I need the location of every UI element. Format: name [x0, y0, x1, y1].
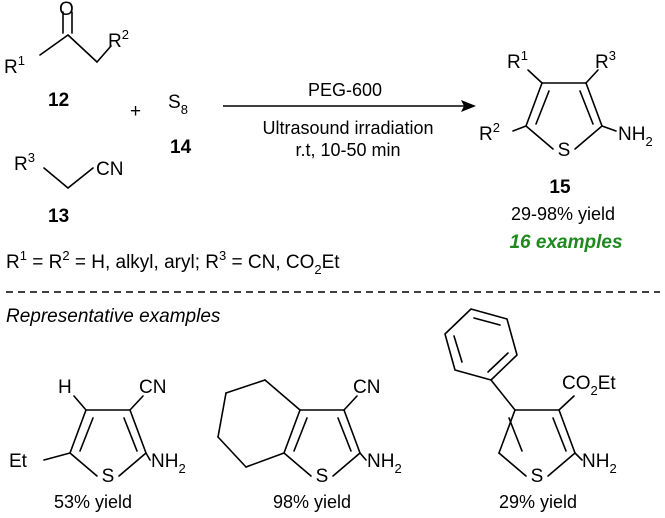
ring-double-bond	[535, 90, 550, 125]
arrow-head	[461, 100, 476, 112]
ring-bond	[525, 82, 543, 127]
section-title: Representative examples	[6, 306, 221, 327]
r2-label: R2	[108, 27, 129, 52]
ring-bond	[332, 452, 361, 477]
phenyl-double-bond	[453, 335, 463, 363]
substituent-bond	[129, 395, 144, 411]
ring-double-bond	[579, 90, 594, 125]
hydrogen-label: H	[58, 377, 72, 398]
substituent-bond	[558, 395, 575, 411]
substituent-bond	[43, 452, 71, 461]
ring-bond	[574, 125, 603, 150]
compound-14: S8 14	[168, 92, 192, 158]
substituent-bond	[73, 395, 87, 411]
substituent-bond	[490, 379, 516, 411]
condition-solvent: PEG-600	[308, 80, 382, 100]
ring-double-bond	[293, 417, 308, 452]
r1-label: R1	[4, 53, 25, 78]
cyclohexane-bond	[217, 436, 247, 468]
ring-double-bond	[552, 417, 567, 452]
cyclohexane-bond	[245, 452, 285, 468]
bond	[39, 34, 69, 56]
ring-bond	[69, 452, 98, 477]
ethyl-label: Et	[9, 451, 28, 472]
cn-label: CN	[139, 377, 166, 398]
ester-label: CO2Et	[562, 373, 616, 398]
example-3-structure: S CO2Et NH2	[444, 308, 617, 487]
ring-bond	[585, 82, 603, 127]
ring-double-bond	[123, 417, 138, 452]
substituent-bond	[585, 69, 599, 84]
substituent-bond	[601, 125, 617, 132]
sulfur-s8-label: S8	[168, 92, 188, 117]
yield-range: 29-98% yield	[511, 204, 615, 224]
cn-label: CN	[353, 377, 380, 398]
sulfur-atom-label: S	[316, 466, 329, 487]
ring-bond	[343, 409, 361, 454]
cyclohexane-bond	[264, 379, 301, 411]
compound-number-13: 13	[48, 206, 69, 227]
r2-label: R2	[479, 120, 500, 145]
product-15: S R1 R3 R2 NH2 15 29-98% yield 16 exampl…	[479, 48, 653, 253]
phenyl-ring	[444, 308, 518, 381]
sulfur-atom-label: S	[102, 466, 115, 487]
substituent-bond	[527, 69, 543, 84]
compound-number-12: 12	[48, 90, 69, 111]
example-1-structure: S H CN Et NH2	[9, 377, 186, 487]
example-2-structure: S CN NH2	[217, 377, 402, 487]
nh2-label: NH2	[151, 451, 186, 476]
r1-label: R1	[507, 48, 528, 73]
r3-label: R3	[595, 48, 616, 73]
condition-energy: Ultrasound irradiation	[262, 118, 433, 138]
substituent-definition: R1 = R2 = H, alkyl, aryl; R3 = CN, CO2Et	[6, 248, 340, 277]
ring-double-bond	[337, 417, 352, 452]
ring-bond	[547, 452, 576, 477]
ring-bond	[129, 409, 147, 454]
substituent-bond	[574, 452, 583, 461]
phenyl-double-bond	[473, 317, 501, 326]
ring-double-bond	[79, 417, 94, 452]
ring-bond	[283, 409, 301, 454]
bond	[43, 167, 69, 189]
bond	[67, 34, 98, 63]
nh2-label: NH2	[618, 124, 653, 149]
oxygen-label: O	[59, 0, 74, 20]
ring-bond	[498, 452, 527, 477]
example-3-yield: 29% yield	[499, 492, 577, 512]
condition-time: r.t, 10-50 min	[295, 140, 400, 160]
compound-12: O R1 R2 12	[4, 0, 129, 111]
substituent-bond	[512, 125, 527, 132]
sulfur-atom-label: S	[558, 140, 571, 161]
bond	[96, 45, 112, 63]
sulfur-atom-label: S	[531, 466, 544, 487]
nh2-label: NH2	[582, 451, 617, 476]
ring-bond	[558, 409, 576, 454]
phenyl-double-bond	[487, 352, 509, 373]
ring-bond	[525, 125, 554, 150]
compound-number-14: 14	[170, 137, 192, 158]
cyclohexane-bond	[225, 379, 266, 394]
bond	[67, 167, 94, 189]
ring-bond	[498, 409, 516, 454]
substituent-bond	[145, 452, 151, 461]
compound-13: R3 CN 13	[14, 150, 123, 227]
ring-bond	[283, 452, 312, 477]
ring-double-bond	[508, 417, 523, 452]
example-2-yield: 98% yield	[273, 492, 351, 512]
substituent-bond	[359, 452, 367, 461]
nh2-label: NH2	[367, 451, 402, 476]
substituent-bond	[343, 395, 358, 411]
examples-count: 16 examples	[509, 232, 622, 253]
ring-bond	[69, 409, 87, 454]
r3-label: R3	[14, 150, 35, 175]
ring-bond	[118, 452, 147, 477]
cyclohexane-bond	[217, 392, 227, 438]
compound-number-15: 15	[549, 177, 571, 198]
plus-sign: +	[130, 101, 141, 122]
cn-label: CN	[96, 159, 123, 180]
reaction-arrow	[223, 100, 476, 112]
example-1-yield: 53% yield	[54, 492, 132, 512]
